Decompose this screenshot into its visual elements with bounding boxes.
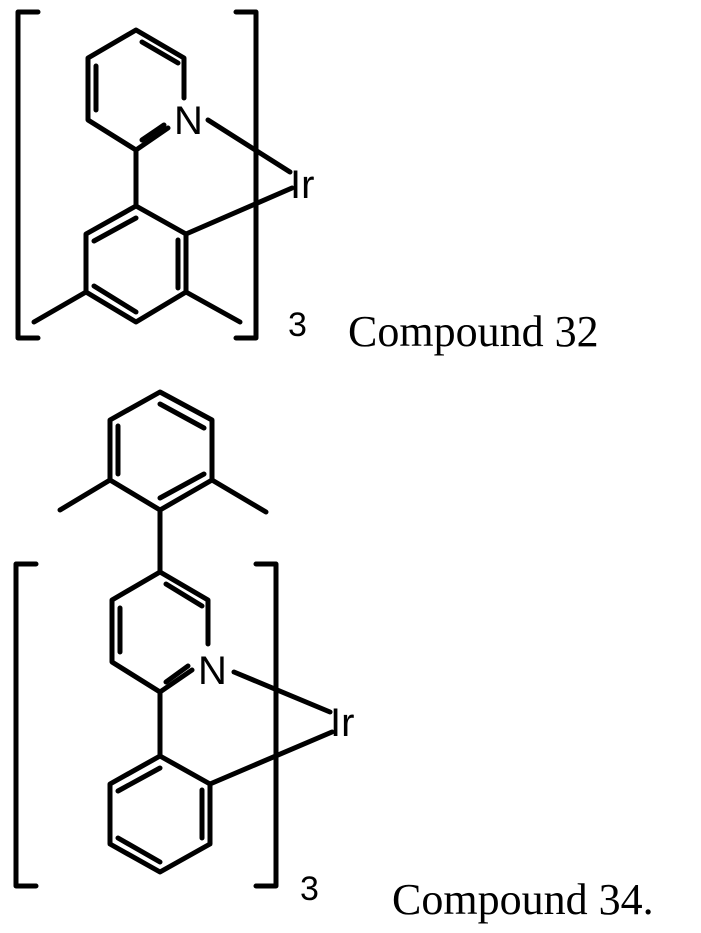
left-bracket-2 xyxy=(16,564,36,886)
n-ir-bond-2 xyxy=(234,672,330,712)
c-ir-bond xyxy=(186,188,292,234)
pyridine-double-bonds-2 xyxy=(120,584,202,682)
right-bracket-2 xyxy=(256,564,276,886)
right-bracket xyxy=(236,12,256,338)
compound-32-caption: Compound 32 xyxy=(348,307,599,356)
phenyl-ring-2 xyxy=(110,756,210,872)
phenyl-ring xyxy=(86,206,186,322)
compound-34-structure: N Ir 3 xyxy=(16,392,354,908)
pyridine-ring-2 xyxy=(112,572,208,692)
pyridine-ring xyxy=(88,30,184,150)
nitrogen-label-2: N xyxy=(198,649,227,693)
phenyl-double-bonds-2 xyxy=(118,768,202,862)
left-bracket xyxy=(18,12,38,338)
methyl-right xyxy=(186,292,240,322)
nitrogen-label: N xyxy=(174,99,203,143)
methyl-left xyxy=(34,292,86,322)
xylyl-methyl-right xyxy=(212,480,266,512)
phenyl-double-bonds xyxy=(94,218,178,312)
n-ir-bond xyxy=(208,120,290,172)
xylyl-ring xyxy=(110,392,212,510)
iridium-label-2: Ir xyxy=(330,701,354,745)
xylyl-double-bonds xyxy=(118,404,204,498)
iridium-label: Ir xyxy=(290,163,314,207)
c-ir-bond-2 xyxy=(210,732,332,784)
subscript-label-2: 3 xyxy=(300,870,319,908)
compound-34-caption: Compound 34. xyxy=(392,875,654,924)
compound-32-structure: N Ir 3 xyxy=(18,12,314,344)
pyridine-double-bonds xyxy=(96,42,178,140)
xylyl-methyl-left xyxy=(60,480,110,510)
subscript-label: 3 xyxy=(288,306,307,344)
